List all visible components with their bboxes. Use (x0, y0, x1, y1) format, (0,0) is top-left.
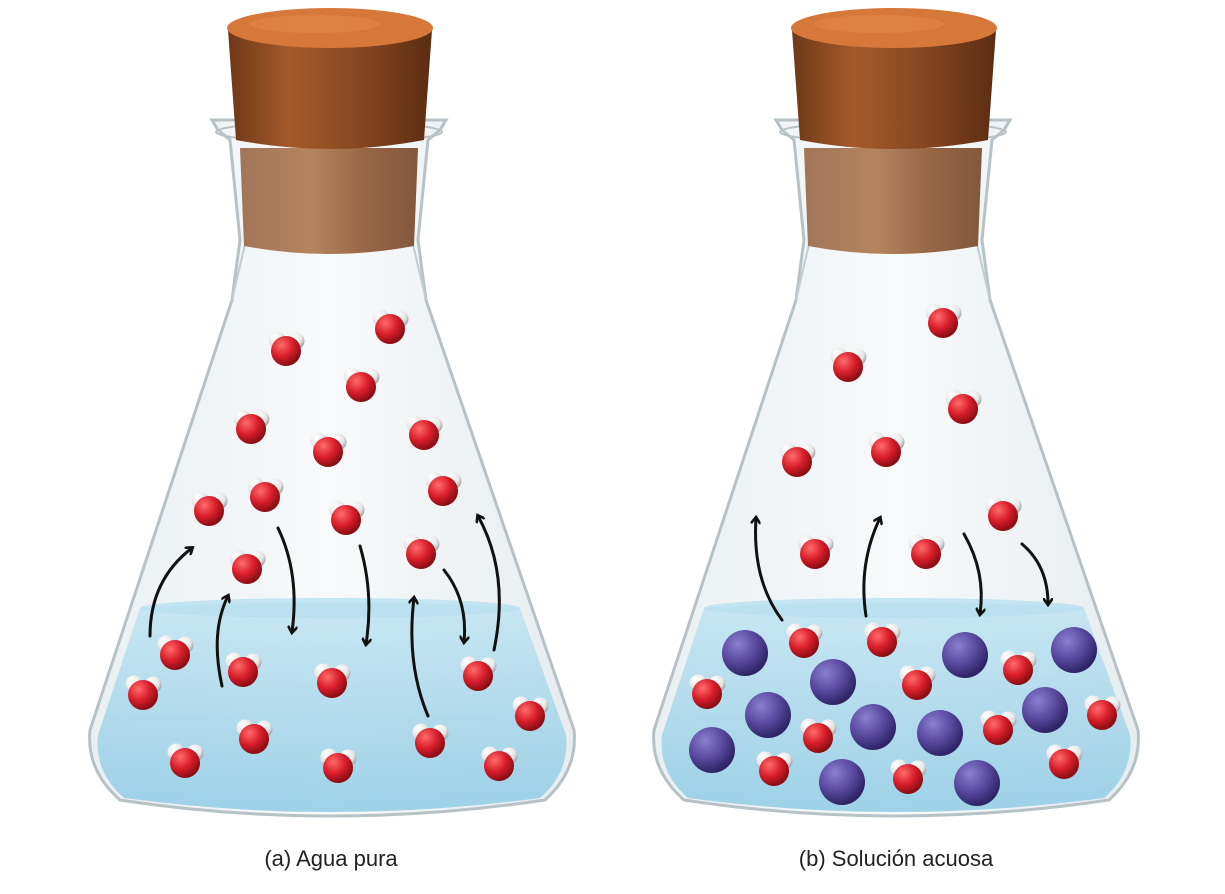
stopper-a-body (228, 30, 432, 149)
stopper-b-inner (804, 148, 982, 254)
solute-particle-icon (917, 710, 963, 756)
solute-particle-icon (819, 759, 865, 805)
solute-particle-icon (722, 630, 768, 676)
caption-aqueous-solution: (b) Solución acuosa (798, 846, 994, 871)
stopper-b-highlight (814, 15, 944, 33)
arrow-up-icon (148, 548, 192, 638)
stopper-a-highlight (250, 15, 380, 33)
solute-particle-icon (850, 704, 896, 750)
arrow-down-icon (358, 544, 369, 644)
solute-particle-icon (1022, 687, 1068, 733)
arrow-down-icon (962, 532, 981, 614)
arrow-up-icon (215, 596, 228, 688)
flask-b (652, 8, 1140, 818)
stopper-b-body (792, 30, 996, 149)
arrow-down-icon (442, 568, 465, 642)
flask-a (88, 8, 576, 818)
solute-particle-icon (689, 727, 735, 773)
stopper-a-inner (240, 148, 418, 254)
arrow-down-icon (1020, 542, 1048, 604)
arrow-up-icon (756, 518, 784, 622)
flask-a-liquid (97, 602, 567, 812)
caption-pure-water: (a) Agua pura (264, 846, 398, 871)
flask-b-liquid-surface (704, 598, 1084, 618)
solute-particle-icon (1051, 627, 1097, 673)
flask-b-stopper (791, 8, 997, 254)
flask-b-solute (689, 627, 1097, 806)
solute-particle-icon (745, 692, 791, 738)
flask-a-inner-wall (231, 239, 427, 301)
flask-a-liquid-surface (140, 598, 520, 618)
arrow-down-icon (276, 526, 294, 632)
solute-particle-icon (810, 659, 856, 705)
arrow-up-icon (478, 516, 501, 652)
arrow-up-icon (412, 598, 430, 718)
arrow-up-icon (862, 518, 880, 618)
flask-b-inner-wall (795, 239, 991, 301)
flask-a-arrows (148, 516, 501, 718)
solute-particle-icon (942, 632, 988, 678)
flask-b-arrows (756, 518, 1048, 622)
solute-particle-icon (954, 760, 1000, 806)
flask-a-stopper (227, 8, 433, 254)
